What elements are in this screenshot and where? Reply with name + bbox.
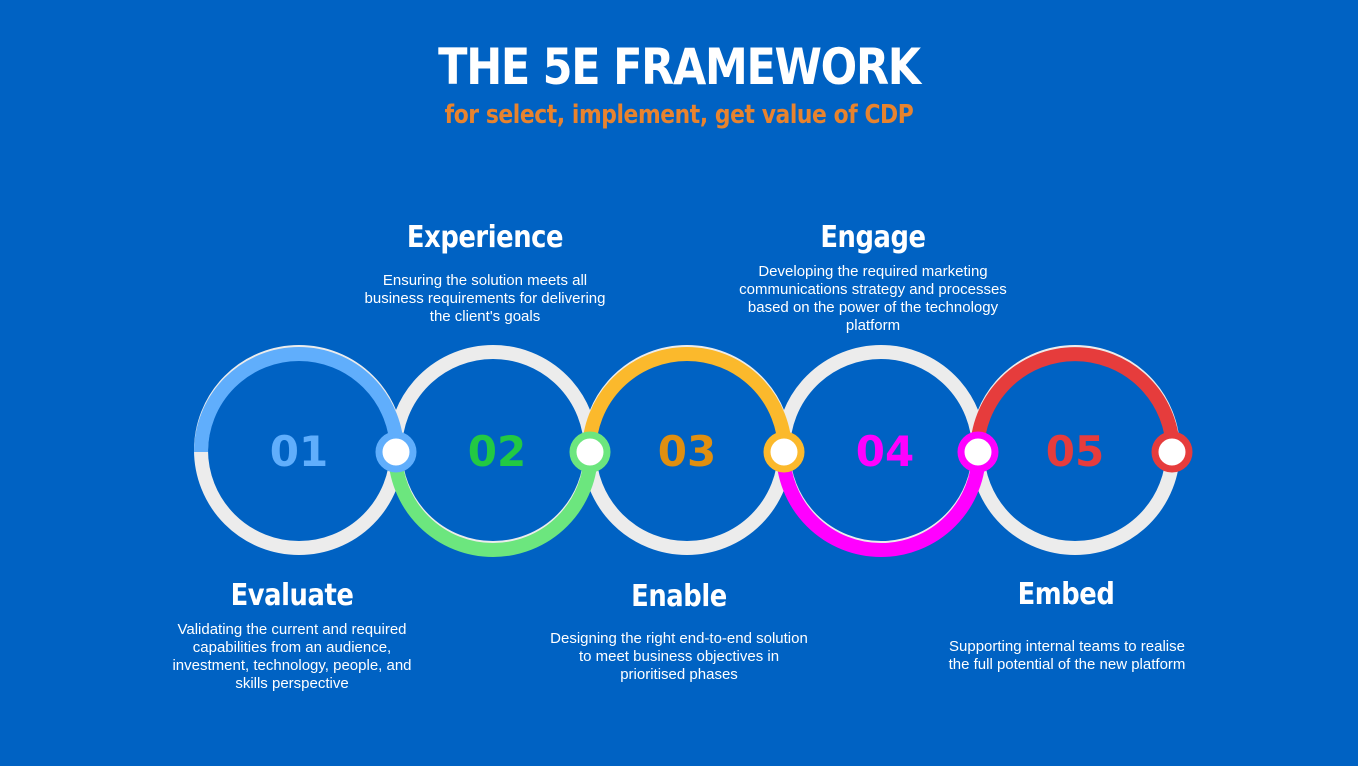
connector-dot-1 — [375, 431, 417, 473]
step-number-2: 02 — [468, 427, 526, 476]
step-title-evaluate: Evaluate — [230, 578, 354, 613]
page-title: THE 5E FRAMEWORK — [438, 38, 921, 96]
step-desc-evaluate: Validating the current and required capa… — [172, 621, 412, 692]
connector-dot-5 — [1151, 431, 1193, 473]
step-number-3: 03 — [658, 427, 716, 476]
ring-arc-5 — [970, 347, 1180, 453]
step-title-experience: Experience — [406, 220, 564, 255]
step-title-engage: Engage — [820, 220, 926, 255]
connector-dot-3 — [763, 431, 805, 473]
ring-arc-1 — [194, 347, 404, 453]
step-desc-experience: Ensuring the solution meets all business… — [364, 272, 606, 325]
ring-arc-3 — [582, 347, 792, 453]
connector-dot-2 — [569, 431, 611, 473]
step-desc-engage: Developing the required marketing commun… — [739, 263, 1007, 334]
step-title-embed: Embed — [1017, 577, 1115, 612]
page-subtitle: for select, implement, get value of CDP — [444, 100, 914, 130]
step-number-1: 01 — [270, 427, 328, 476]
ring-arc-4 — [776, 451, 986, 557]
ring-arc-2 — [388, 451, 598, 557]
step-number-5: 05 — [1046, 427, 1104, 476]
step-desc-embed: Supporting internal teams to realise the… — [948, 638, 1186, 673]
connector-dot-4 — [957, 431, 999, 473]
step-number-4: 04 — [856, 427, 914, 476]
step-title-enable: Enable — [631, 579, 727, 614]
step-desc-enable: Designing the right end-to-end solution … — [550, 630, 808, 683]
